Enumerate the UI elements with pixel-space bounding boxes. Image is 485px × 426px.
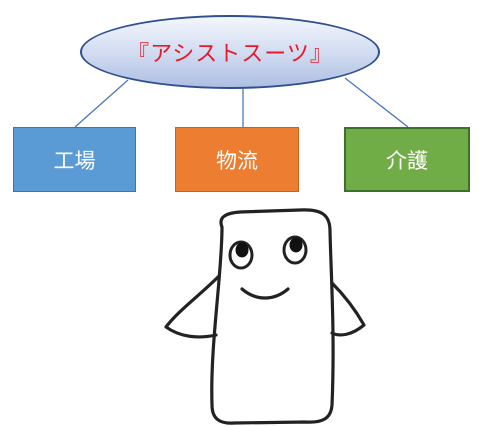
ellipse-title: 『アシストスーツ』 <box>127 42 333 67</box>
category-label-factory: 工場 <box>53 148 96 173</box>
mascot-left-arm <box>164 275 220 339</box>
category-label-logistics: 物流 <box>216 148 258 173</box>
assist-suit-ellipse: 『アシストスーツ』 <box>80 15 380 89</box>
mascot-right-pupil <box>289 237 303 253</box>
connector-care <box>344 77 409 128</box>
smiling-mascot-icon <box>164 208 366 425</box>
mascot-left-pupil <box>235 242 249 258</box>
category-label-care: 介護 <box>386 148 428 173</box>
category-box-care: 介護 <box>344 127 470 192</box>
mascot-right-arm <box>330 281 366 337</box>
category-box-logistics: 物流 <box>175 127 299 192</box>
connector-factory <box>74 79 129 128</box>
mascot-smile <box>240 287 290 300</box>
mascot-body <box>210 208 335 425</box>
category-box-factory: 工場 <box>13 127 136 192</box>
